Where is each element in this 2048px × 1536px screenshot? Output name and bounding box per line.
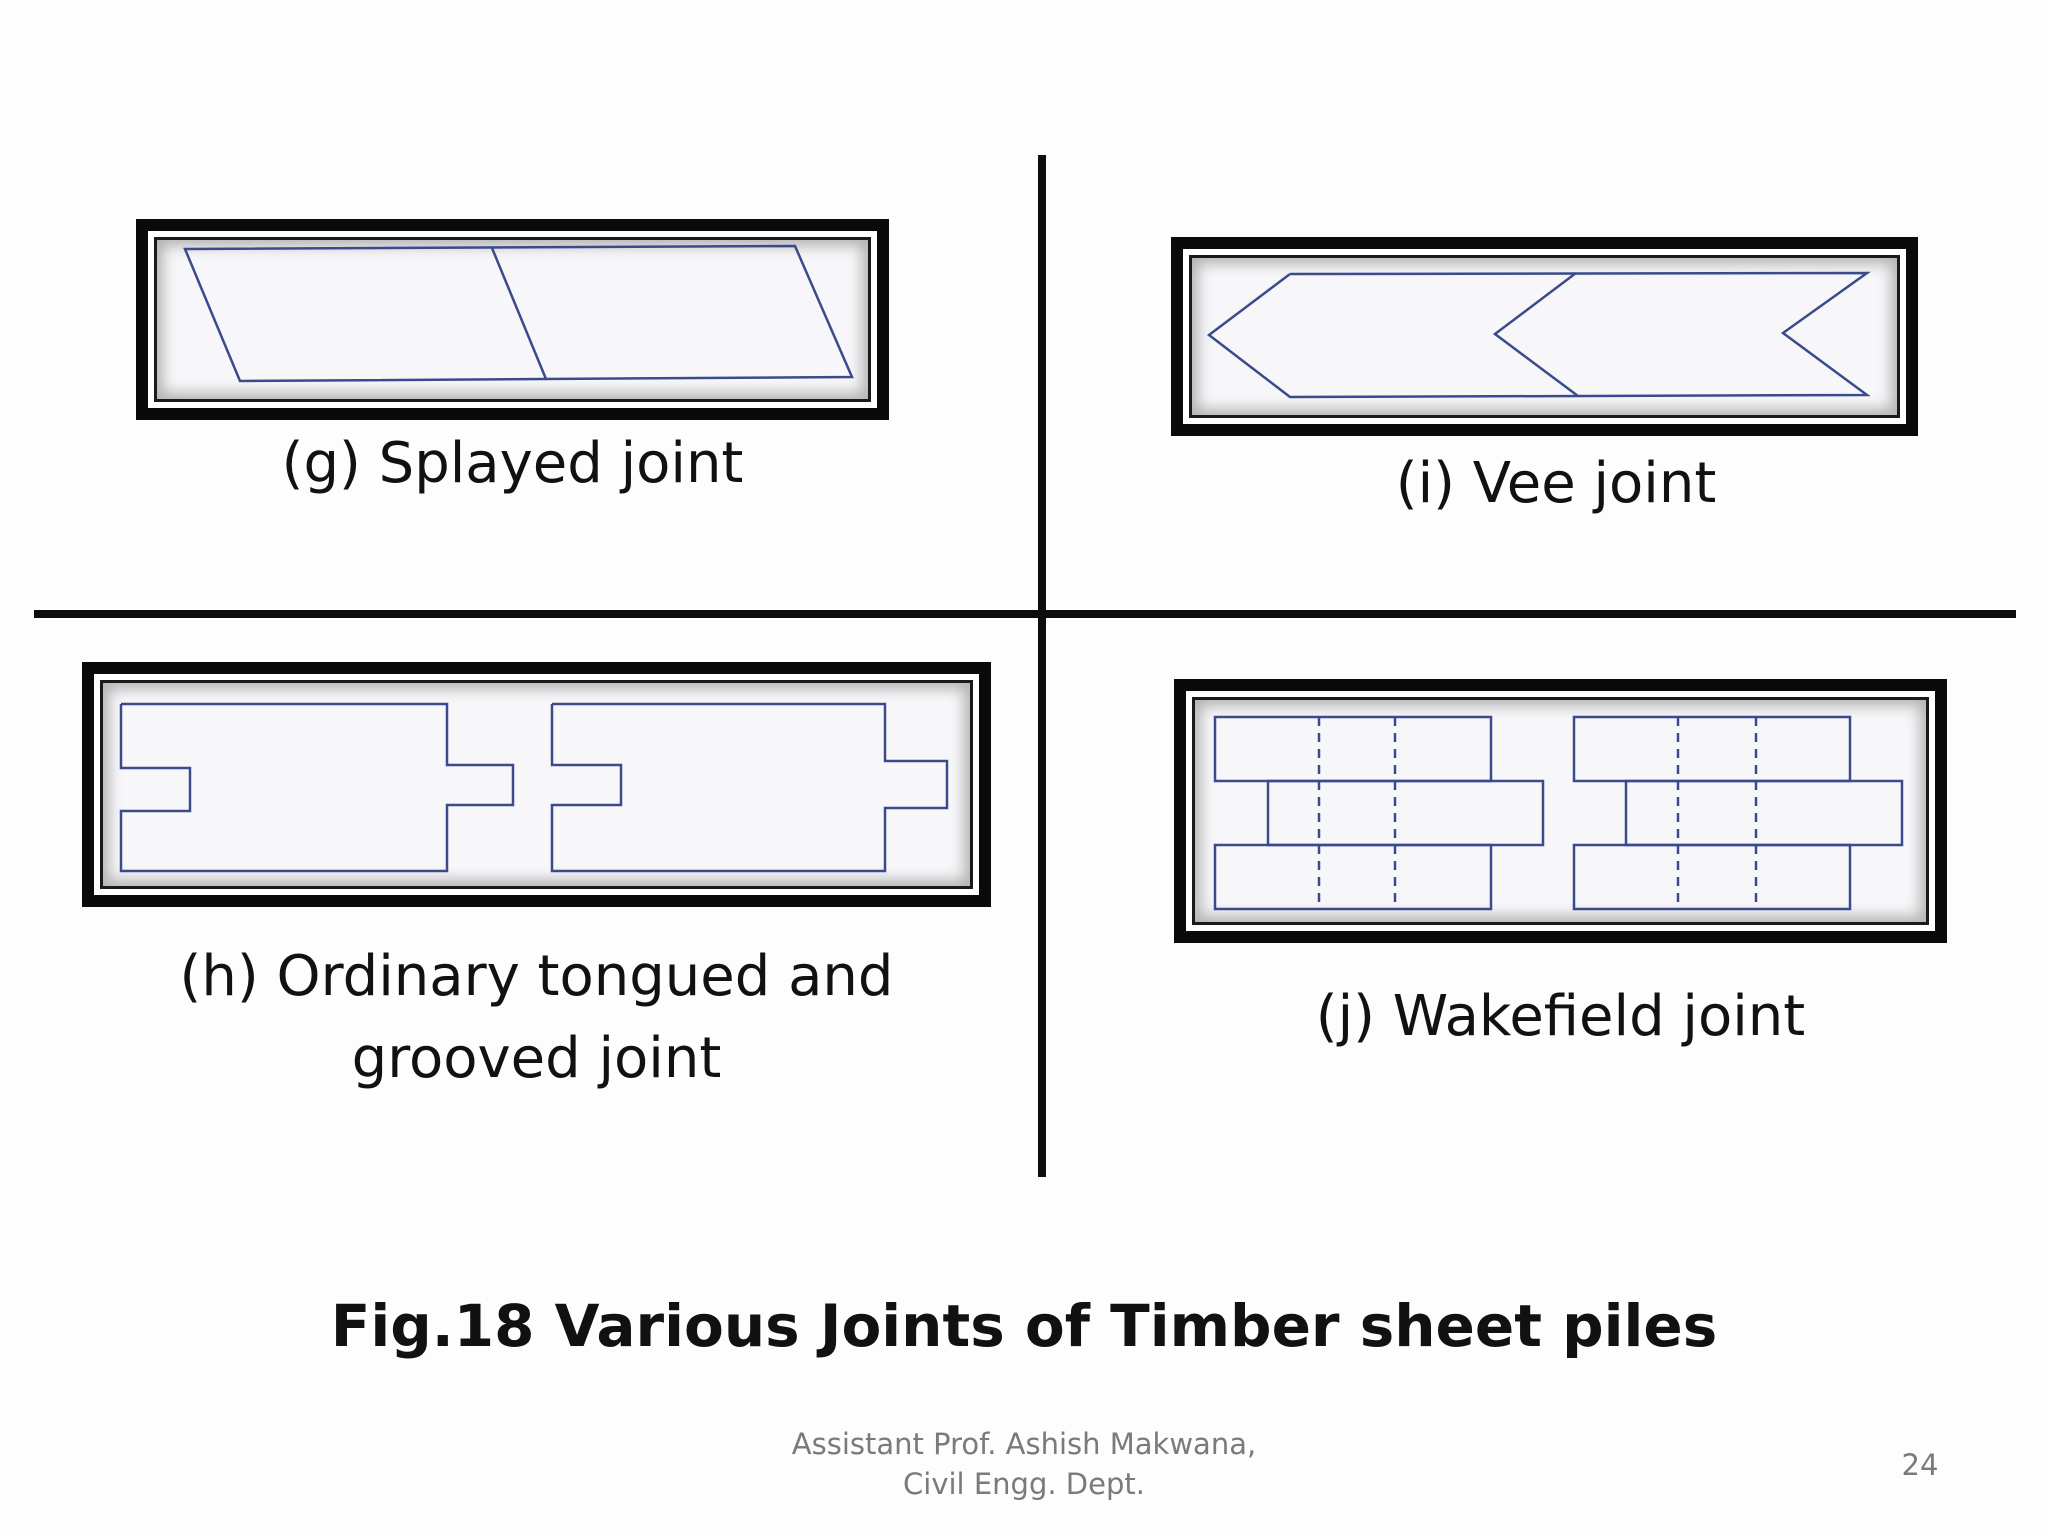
tongued-grooved-joint-drawing <box>119 702 949 873</box>
footer-line2: Civil Engg. Dept. <box>903 1467 1145 1501</box>
wakefield-joint-drawing <box>1213 715 1904 911</box>
tongued-grooved-caption-line1: (h) Ordinary tongued and <box>179 944 894 1009</box>
tongued-grooved-caption-line2: grooved joint <box>351 1026 722 1091</box>
splayed-joint-figure <box>136 219 889 420</box>
figure-title: Fig.18 Various Joints of Timber sheet pi… <box>330 1292 1718 1360</box>
wakefield-joint-caption: (j) Wakefield joint <box>1315 984 1806 1049</box>
footer-line1: Assistant Prof. Ashish Makwana, <box>791 1427 1257 1461</box>
splayed-joint-caption: (g) Splayed joint <box>281 431 744 496</box>
splayed-joint-drawing <box>183 244 854 383</box>
horizontal-divider <box>34 610 2016 618</box>
vee-joint-figure <box>1171 237 1918 436</box>
page-number: 24 <box>1901 1448 1939 1482</box>
vee-joint-drawing <box>1206 271 1871 399</box>
footer-author: Assistant Prof. Ashish Makwana, Civil En… <box>724 1424 1324 1504</box>
vee-joint-caption: (i) Vee joint <box>1395 451 1717 516</box>
vertical-divider <box>1038 155 1046 1177</box>
tongued-grooved-joint-figure <box>82 662 991 907</box>
wakefield-joint-figure <box>1174 679 1947 943</box>
